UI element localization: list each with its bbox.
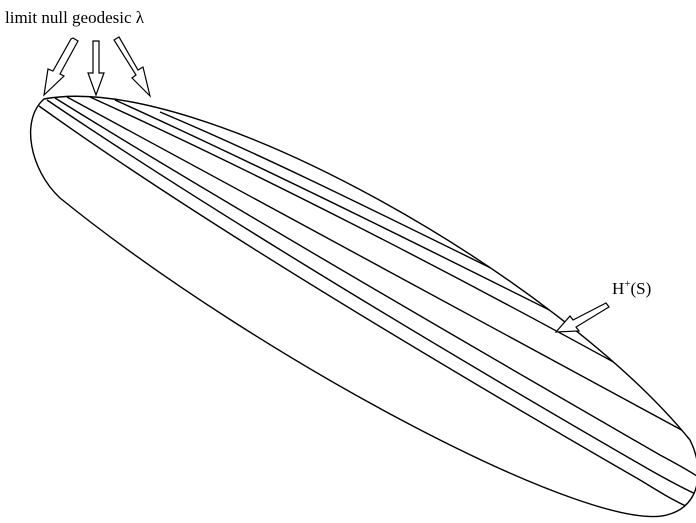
arrow-right-icon [114,37,150,96]
horizon-label-argument: (S) [630,279,652,298]
arrow-down-icon [88,41,104,95]
arrow-horizon-icon [556,303,609,332]
generator-line [39,106,690,508]
generator-line [115,100,685,378]
horizon-boundary [31,96,696,516]
geodesic-arrows [44,37,150,96]
generator-line [67,97,696,440]
horizon-label-base: H [612,279,625,298]
horizon-label: H+(S) [612,278,652,298]
generator-line [47,100,696,496]
generator-line [90,97,696,410]
null-generators [39,97,696,508]
horizon-label-superscript: + [624,278,631,290]
arrow-left-icon [44,38,78,95]
generator-line [55,98,696,478]
geodesic-label: limit null geodesic λ [5,8,145,27]
